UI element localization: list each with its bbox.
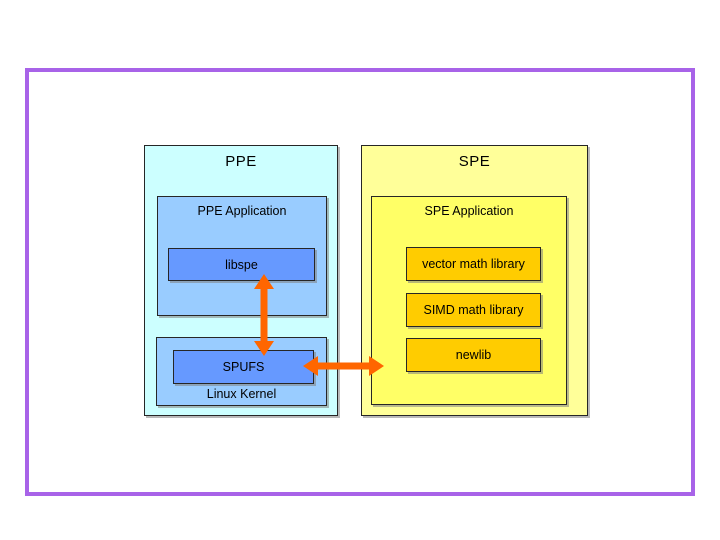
slide-frame [25, 68, 695, 496]
spe-title: SPE [458, 153, 491, 170]
module-vector-math-library: vector math library [406, 247, 541, 281]
module-newlib: newlib [406, 338, 541, 372]
spufs-box: SPUFS [173, 350, 314, 384]
simd-math-library-label: SIMD math library [423, 303, 524, 317]
linux-kernel-label: Linux Kernel [206, 387, 277, 401]
vector-math-library-label: vector math library [422, 257, 525, 271]
spe-application-title: SPE Application [424, 204, 514, 218]
newlib-label: newlib [455, 348, 492, 362]
ppe-application-title: PPE Application [197, 204, 287, 218]
spufs-label: SPUFS [222, 360, 265, 374]
libspe-box: libspe [168, 248, 315, 281]
libspe-label: libspe [225, 257, 258, 272]
module-simd-math-library: SIMD math library [406, 293, 541, 327]
ppe-title: PPE [225, 153, 257, 170]
